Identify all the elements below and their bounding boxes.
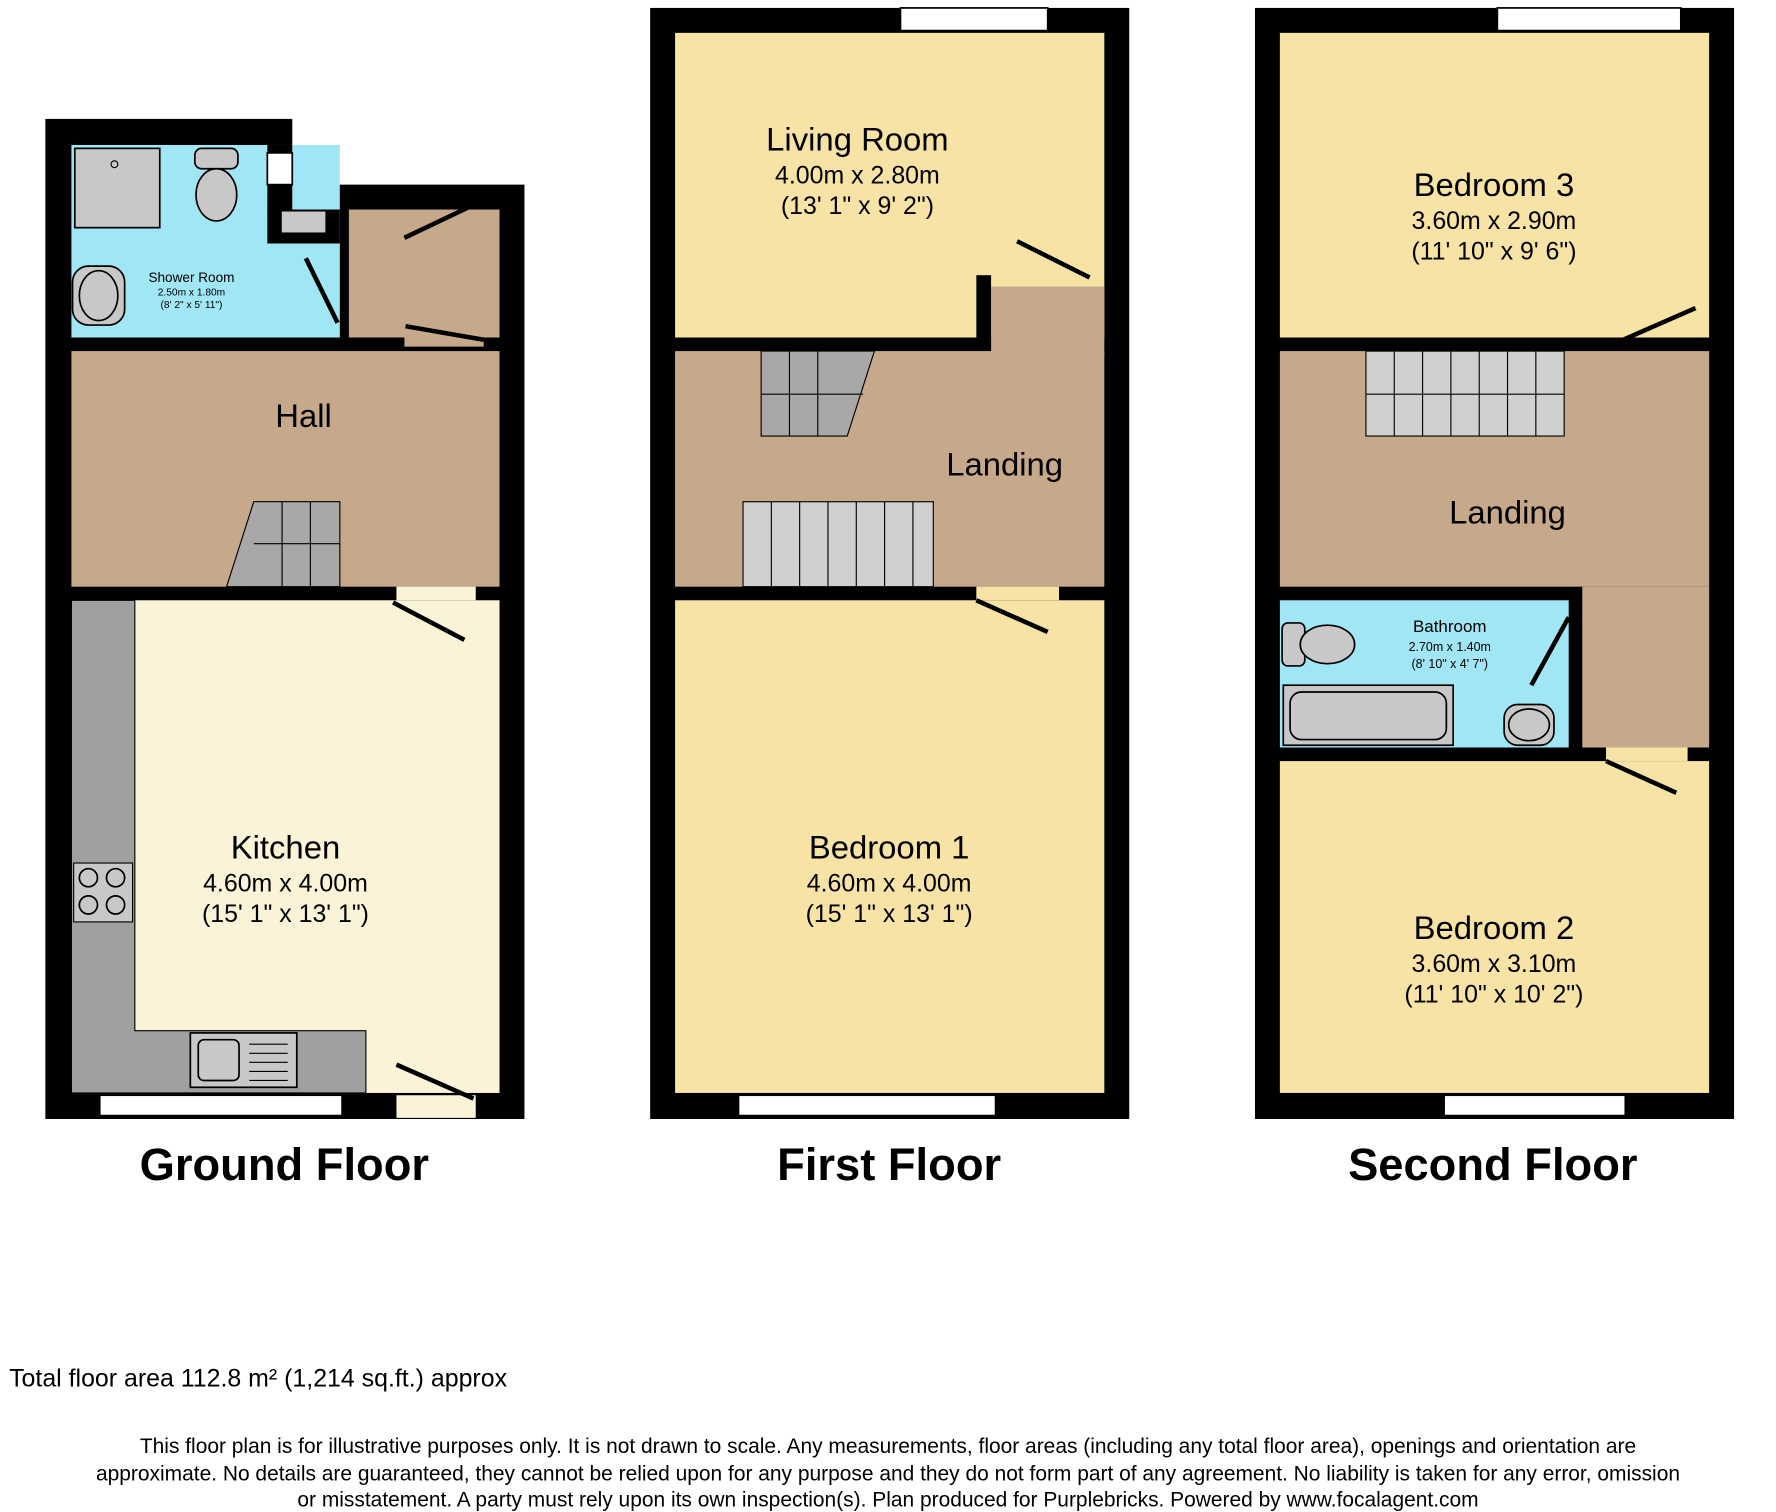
door-icon [1529,616,1571,687]
room-dimensions-imperial: (11' 10" x 10' 2") [1404,980,1583,1008]
room-label: Landing [1449,493,1566,530]
first-floor-plan: Living Room 4.00m x 2.80m (13' 1" x 9' 2… [650,7,1130,1190]
window [737,1094,997,1117]
basin-icon [1503,703,1555,747]
room-dimensions-imperial: (13' 1" x 9' 2") [781,192,934,220]
window [266,152,294,186]
hob-icon [73,862,134,923]
room-dimensions: 4.60m x 4.00m [203,869,368,897]
stairs-icon [742,501,934,588]
floor-title: Ground Floor [140,1139,429,1190]
door-icon [1622,305,1697,342]
room-dimensions-imperial: (11' 10" x 9' 6") [1411,237,1576,265]
room-label: Hall [275,397,332,434]
room-label: Bedroom 3 [1414,166,1575,203]
room-label: Bedroom 2 [1414,909,1575,946]
room-label: Bedroom 1 [809,828,970,865]
door-icon [1016,239,1091,280]
window [899,7,1049,32]
window [1496,7,1682,32]
basin-icon [71,265,126,326]
toilet-icon [1281,622,1356,667]
door-icon [303,201,477,324]
room-dimensions-imperial: (15' 1" x 13' 1") [202,900,369,928]
disclaimer-line: approximate. No details are guaranteed, … [96,1462,1680,1485]
total-floor-area: Total floor area 112.8 m² (1,214 sq.ft.)… [9,1364,507,1392]
room-dimensions-imperial: (15' 1" x 13' 1") [806,900,973,928]
kitchen-area [71,600,500,1093]
room-label: Bathroom [1413,617,1487,636]
bedroom-3-area [1279,32,1710,338]
toilet-icon [194,147,239,222]
stairs-icon [225,501,341,588]
room-dimensions: 3.60m x 3.10m [1412,950,1577,978]
floor-title: First Floor [777,1139,1001,1190]
kitchen-counter [70,599,367,1094]
room-dimensions: 4.00m x 2.80m [775,161,940,189]
window [98,1094,343,1117]
room-label: Kitchen [231,828,340,865]
room-dimensions: 2.50m x 1.80m [158,288,225,299]
room-dimensions: 2.70m x 1.40m [1409,640,1491,654]
second-floor-plan: Bedroom 3 3.60m x 2.90m (11' 10" x 9' 6"… [1254,7,1735,1190]
disclaimer: This floor plan is for illustrative purp… [96,1435,1680,1511]
bath-icon [1282,684,1455,747]
room-dimensions-imperial: (8' 10" x 4' 7") [1412,657,1489,671]
door-icon [392,586,476,642]
door-icon [395,1062,476,1118]
window [1443,1094,1627,1117]
door-icon [1605,747,1688,795]
ground-floor-plan: Shower Room 2.50m x 1.80m (8' 2" x 5' 11… [45,118,525,1190]
room-dimensions: 3.60m x 2.90m [1412,207,1577,235]
bedroom-1-area [675,600,1105,1093]
room-label: Landing [946,446,1063,483]
disclaimer-line: or misstatement. A party must rely upon … [297,1488,1478,1511]
door-icon [404,323,485,347]
stairs-icon [760,350,876,437]
shower-tray-icon [73,147,161,229]
bedroom-2-area [1279,761,1710,1093]
door-icon [975,586,1060,635]
room-dimensions-imperial: (8' 2" x 5' 11") [161,300,223,311]
room-dimensions: 4.60m x 4.00m [807,869,972,897]
room-label: Shower Room [148,270,234,285]
room-label: Living Room [766,121,948,158]
stairs-icon [1365,350,1565,437]
floor-title: Second Floor [1348,1139,1637,1190]
sink-icon [189,1032,298,1089]
disclaimer-line: This floor plan is for illustrative purp… [140,1435,1636,1458]
